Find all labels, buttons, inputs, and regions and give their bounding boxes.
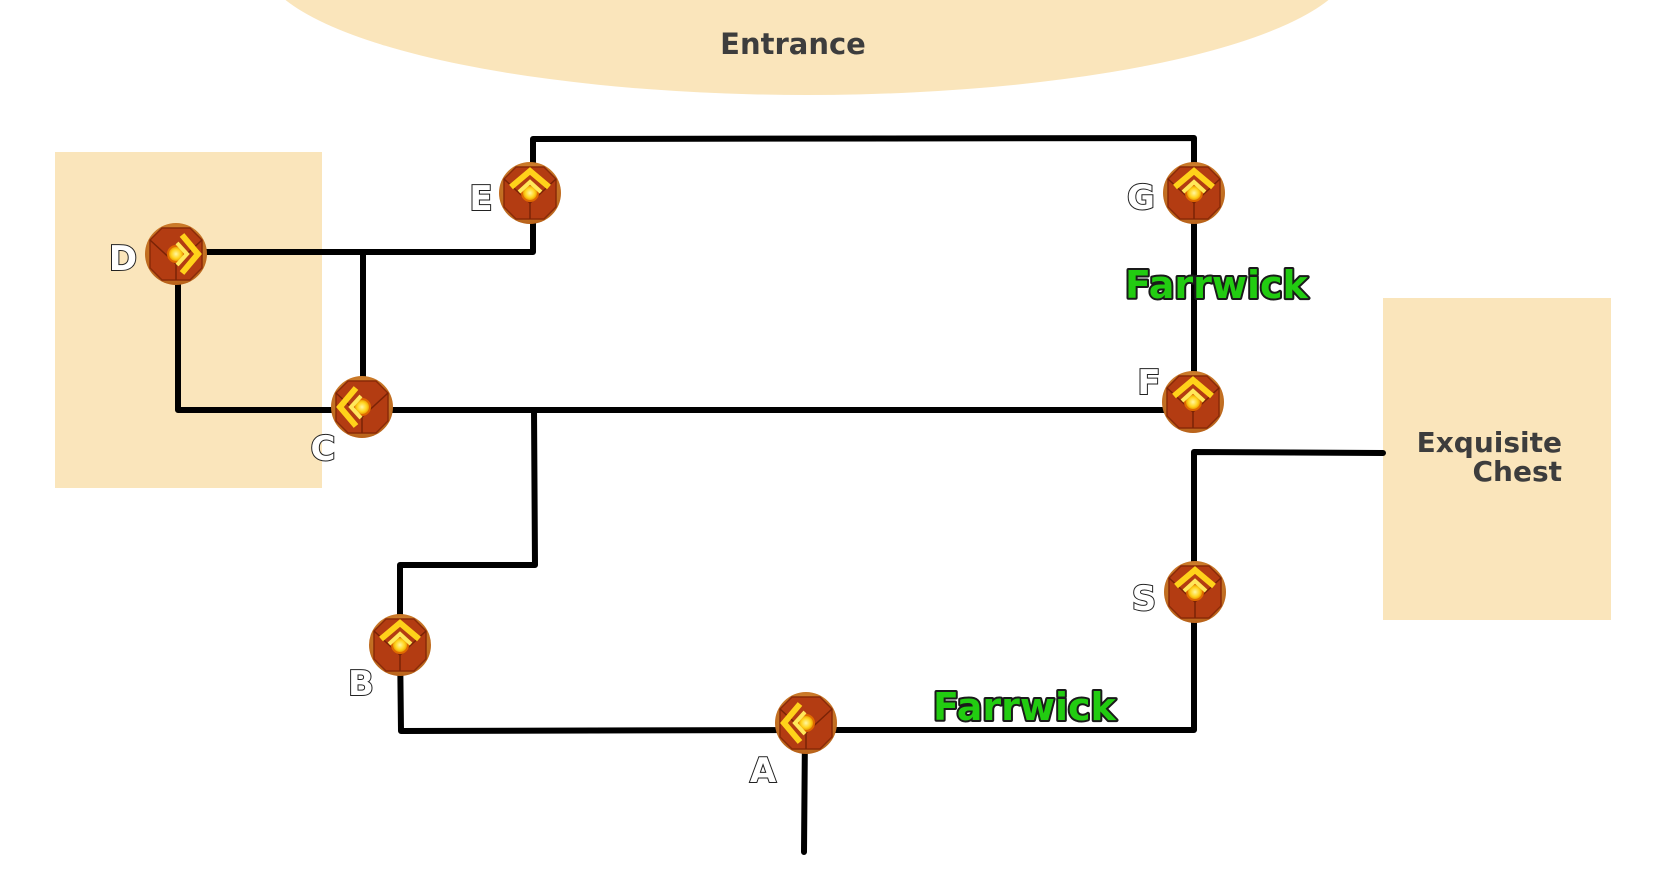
path-b-a: [397, 639, 808, 734]
node-a[interactable]: [774, 691, 838, 755]
node-e-label: E: [469, 179, 492, 219]
region-label-farrwick-bottom: Farrwick: [933, 685, 1117, 729]
left-room-area: [55, 152, 322, 488]
node-f[interactable]: [1161, 370, 1225, 434]
node-b-label: B: [348, 664, 374, 704]
node-c-label: C: [311, 429, 336, 469]
path-e-top-g: [530, 135, 1197, 195]
node-a-label: A: [750, 751, 777, 791]
node-c[interactable]: [330, 375, 394, 439]
node-g[interactable]: [1162, 161, 1226, 225]
node-e[interactable]: [498, 161, 562, 225]
path-d-c: [175, 250, 363, 413]
node-s-label: S: [1132, 579, 1157, 619]
entrance-area: [285, 0, 1329, 95]
path-s-chest: [1191, 449, 1386, 595]
chest-label-line1: Exquisite: [1417, 426, 1562, 459]
node-b[interactable]: [368, 613, 432, 677]
node-s[interactable]: [1163, 560, 1227, 624]
path-network: [173, 135, 1386, 855]
region-label-farrwick-top: Farrwick: [1125, 263, 1309, 307]
chest-area: [1383, 298, 1611, 620]
node-d-label: D: [109, 239, 137, 279]
node-d[interactable]: [144, 222, 208, 286]
path-mid-b: [397, 407, 538, 645]
node-f-label: F: [1137, 363, 1160, 403]
chest-label-line2: Chest: [1472, 455, 1562, 488]
path-a-s: [802, 589, 1197, 733]
entrance-label: Entrance: [720, 27, 866, 61]
node-g-label: G: [1127, 178, 1155, 218]
